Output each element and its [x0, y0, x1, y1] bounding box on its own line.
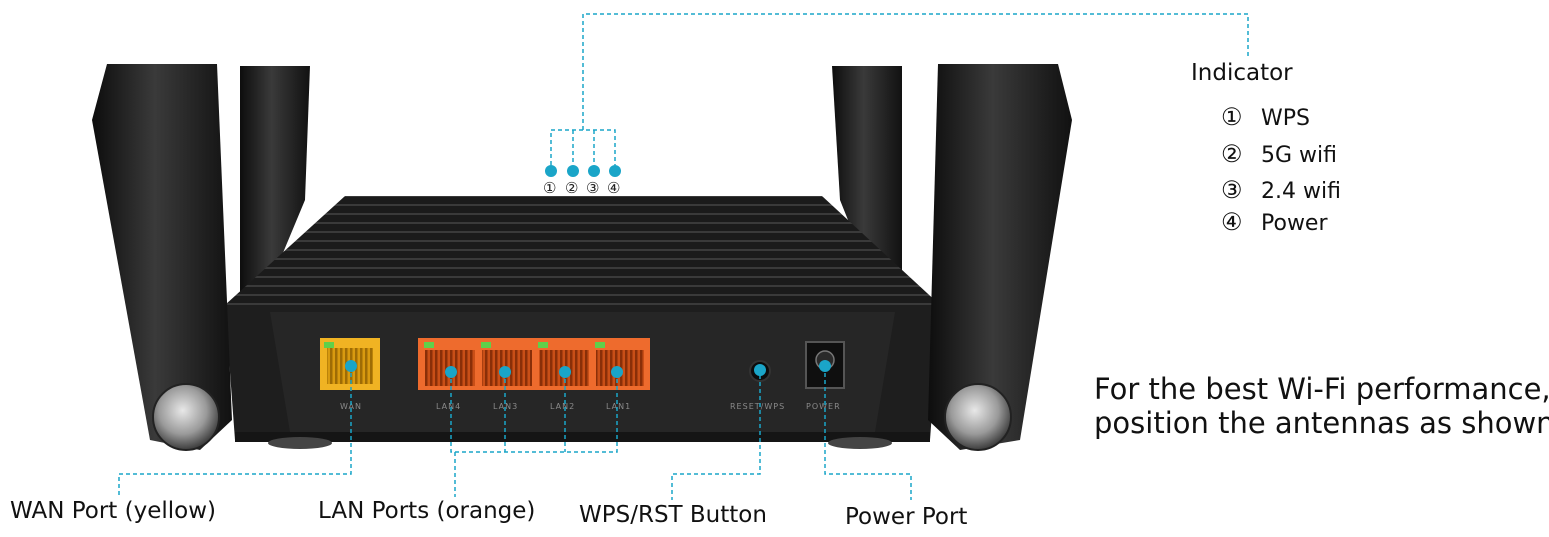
callout-wan-port: WAN Port (yellow): [10, 498, 217, 524]
antenna-front-right: [928, 64, 1072, 450]
led-number-2: ②: [565, 179, 578, 197]
router-label-wan: WAN: [340, 402, 362, 411]
antenna-back-left: [240, 66, 310, 330]
callout-dot-lan3: [499, 366, 511, 378]
indicator-item-power: ④ Power: [1221, 208, 1328, 236]
indicator-item-24g: ③ 2.4 wifi: [1221, 176, 1341, 204]
router-top: [225, 196, 940, 305]
antenna-note-line1: For the best Wi-Fi performance,: [1094, 372, 1549, 406]
indicator-label-24g: 2.4 wifi: [1261, 179, 1341, 204]
indicator-num-2: ②: [1221, 140, 1243, 168]
callout-dot-wan: [345, 360, 357, 372]
led-dot-4: [609, 165, 621, 177]
led-dot-1: [545, 165, 557, 177]
antenna-front-left: [92, 64, 232, 450]
foot-right: [828, 437, 892, 449]
router-bottom-edge: [235, 432, 930, 442]
indicator-item-wps: ① WPS: [1221, 103, 1310, 131]
led-dot-2: [567, 165, 579, 177]
indicator-label-5g: 5G wifi: [1261, 143, 1338, 168]
router-label-lan3: LAN3: [493, 402, 518, 411]
indicator-title: Indicator: [1191, 60, 1293, 86]
router-label-lan2: LAN2: [550, 402, 575, 411]
indicator-num-4: ④: [1221, 208, 1243, 236]
callout-power-port: Power Port: [845, 504, 968, 530]
callout-dot-lan4: [445, 366, 457, 378]
indicator-label-power: Power: [1261, 211, 1328, 236]
leader-lines: [118, 13, 1249, 500]
callout-dot-lan1: [611, 366, 623, 378]
foot-left: [268, 437, 332, 449]
led-number-4: ④: [607, 179, 620, 197]
antenna-back-right: [832, 66, 902, 300]
wan-led: [324, 342, 334, 348]
indicator-num-3: ③: [1221, 176, 1243, 204]
router-label-lan4: LAN4: [436, 402, 461, 411]
antenna-note-line2: position the antennas as shown.: [1094, 406, 1549, 440]
indicator-label-wps: WPS: [1261, 106, 1310, 131]
callout-wps-rst-button: WPS/RST Button: [579, 502, 767, 528]
indicator-item-5g: ② 5G wifi: [1221, 140, 1337, 168]
callout-dot-reset: [754, 364, 766, 376]
led-number-3: ③: [586, 179, 599, 197]
router-label-power: POWER: [806, 402, 841, 411]
callout-lan-ports: LAN Ports (orange): [318, 498, 536, 524]
antenna-knob-left: [152, 383, 220, 451]
indicator-num-1: ①: [1221, 103, 1243, 131]
led-dot-3: [588, 165, 600, 177]
led-number-1: ①: [543, 179, 556, 197]
antenna-knob-right: [944, 383, 1012, 451]
router-label-reset: RESET/WPS: [730, 402, 785, 411]
callout-dot-lan2: [559, 366, 571, 378]
router-label-lan1: LAN1: [606, 402, 631, 411]
callout-dot-power: [819, 360, 831, 372]
